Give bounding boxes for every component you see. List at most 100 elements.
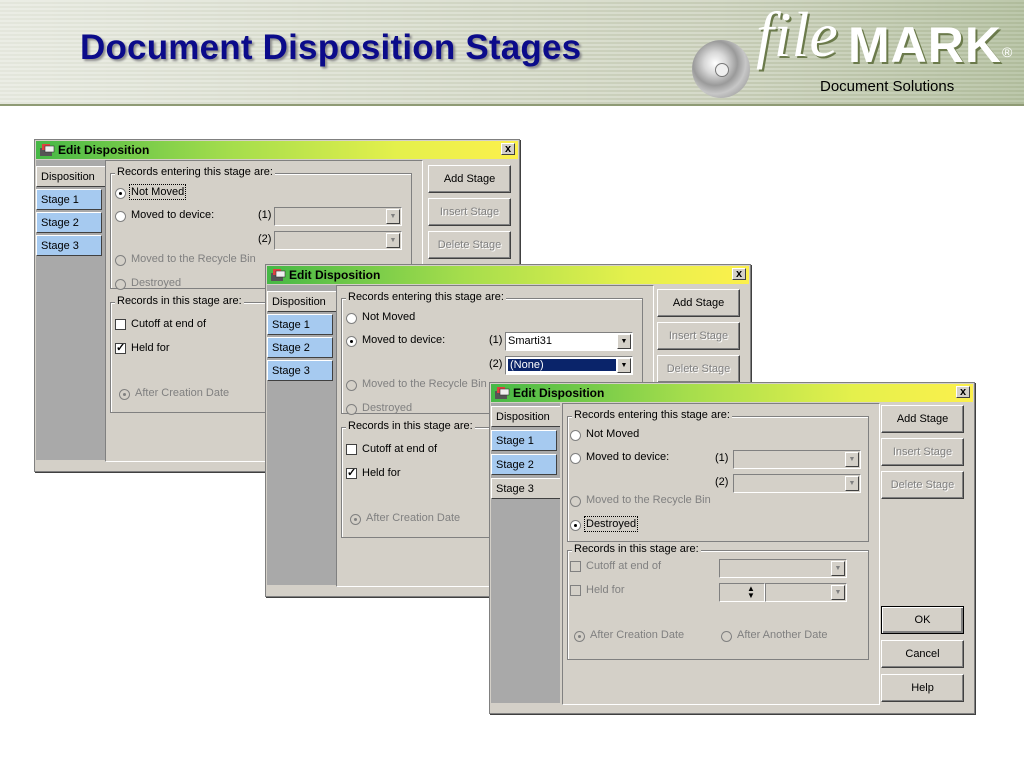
chevron-down-icon[interactable]: ▼	[386, 233, 400, 248]
tab-stage-3[interactable]: Stage 3	[36, 235, 102, 256]
held-for-checkbox[interactable]: ✓	[346, 467, 357, 479]
in-stage-groupbox: Records in this stage are:	[567, 543, 869, 660]
chevron-down-icon[interactable]: ▼	[831, 561, 845, 576]
destroyed-radio[interactable]	[115, 279, 126, 290]
held-for-checkbox[interactable]: ✓	[115, 342, 126, 354]
cutoff-period-select[interactable]: ▼	[719, 559, 847, 578]
add-stage-button[interactable]: Add Stage	[657, 289, 740, 317]
recycle-bin-radio[interactable]	[570, 496, 581, 507]
device-2-select[interactable]: (None) ▼	[505, 356, 633, 375]
tab-disposition[interactable]: Disposition	[491, 406, 560, 427]
after-another-radio[interactable]	[721, 631, 732, 642]
insert-stage-button[interactable]: Insert Stage	[881, 438, 964, 466]
cutoff-checkbox[interactable]	[115, 319, 126, 330]
tab-stage-1[interactable]: Stage 1	[491, 430, 557, 451]
chevron-down-icon[interactable]: ▼	[845, 452, 859, 467]
held-for-label[interactable]: Held for	[362, 467, 401, 479]
chevron-down-icon[interactable]: ▼	[617, 334, 631, 349]
spinner-icon[interactable]: ▲▼	[747, 584, 755, 600]
close-button[interactable]: x	[732, 268, 746, 280]
chevron-down-icon[interactable]: ▼	[617, 358, 631, 373]
recycle-bin-label[interactable]: Moved to the Recycle Bin	[362, 378, 487, 390]
not-moved-radio[interactable]	[346, 313, 357, 324]
after-creation-radio[interactable]	[350, 514, 361, 525]
held-for-unit-select[interactable]: ▼	[765, 583, 847, 602]
destroyed-label[interactable]: Destroyed	[362, 402, 413, 414]
device-1-select[interactable]: ▼	[733, 450, 861, 469]
dialog-titlebar[interactable]: Edit Disposition x	[267, 266, 749, 284]
not-moved-label[interactable]: Not Moved	[586, 428, 640, 440]
device-1-select[interactable]: ▼	[274, 207, 402, 226]
delete-stage-button[interactable]: Delete Stage	[428, 231, 511, 259]
tab-stage-2[interactable]: Stage 2	[267, 337, 333, 358]
device-1-label: (1)	[715, 452, 729, 464]
dialog-titlebar[interactable]: Edit Disposition x	[36, 141, 518, 159]
device-2-select[interactable]: ▼	[274, 231, 402, 250]
after-creation-radio[interactable]	[119, 389, 130, 400]
entering-groupbox-title: Records entering this stage are:	[572, 409, 732, 421]
device-1-select[interactable]: Smarti31 ▼	[505, 332, 633, 351]
destroyed-radio[interactable]	[570, 520, 581, 531]
moved-to-device-radio[interactable]	[570, 453, 581, 464]
held-for-number-input[interactable]: ▲▼	[719, 583, 765, 602]
not-moved-radio[interactable]	[115, 188, 126, 199]
tab-stage-3[interactable]: Stage 3	[267, 360, 333, 381]
cutoff-label[interactable]: Cutoff at end of	[586, 560, 662, 572]
cutoff-label[interactable]: Cutoff at end of	[131, 318, 207, 330]
stage-sidebar	[491, 403, 560, 703]
tab-stage-2[interactable]: Stage 2	[491, 454, 557, 475]
cancel-button[interactable]: Cancel	[881, 640, 964, 668]
insert-stage-button[interactable]: Insert Stage	[428, 198, 511, 226]
chevron-down-icon[interactable]: ▼	[845, 476, 859, 491]
held-for-label[interactable]: Held for	[131, 342, 170, 354]
tab-stage-1[interactable]: Stage 1	[267, 314, 333, 335]
chevron-down-icon[interactable]: ▼	[831, 585, 845, 600]
ok-button[interactable]: OK	[881, 606, 964, 634]
cutoff-checkbox[interactable]	[346, 444, 357, 455]
add-stage-button[interactable]: Add Stage	[428, 165, 511, 193]
not-moved-radio[interactable]	[570, 430, 581, 441]
moved-to-device-label[interactable]: Moved to device:	[586, 451, 670, 463]
recycle-bin-label[interactable]: Moved to the Recycle Bin	[586, 494, 711, 506]
after-creation-label[interactable]: After Creation Date	[135, 387, 230, 399]
tab-stage-1[interactable]: Stage 1	[36, 189, 102, 210]
insert-stage-button[interactable]: Insert Stage	[657, 322, 740, 350]
not-moved-label[interactable]: Not Moved	[362, 311, 416, 323]
held-for-checkbox[interactable]	[570, 585, 581, 596]
chevron-down-icon[interactable]: ▼	[386, 209, 400, 224]
device-2-select[interactable]: ▼	[733, 474, 861, 493]
destroyed-label[interactable]: Destroyed	[131, 277, 182, 289]
destroyed-label[interactable]: Destroyed	[583, 516, 639, 532]
dialog-titlebar[interactable]: Edit Disposition x	[491, 384, 973, 402]
delete-stage-button[interactable]: Delete Stage	[881, 471, 964, 499]
moved-to-device-label[interactable]: Moved to device:	[362, 334, 446, 346]
help-button[interactable]: Help	[881, 674, 964, 702]
cutoff-checkbox[interactable]	[570, 561, 581, 572]
after-creation-label[interactable]: After Creation Date	[366, 512, 461, 524]
recycle-bin-radio[interactable]	[115, 255, 126, 266]
recycle-bin-label[interactable]: Moved to the Recycle Bin	[131, 253, 256, 265]
held-for-label[interactable]: Held for	[586, 584, 625, 596]
destroyed-radio[interactable]	[346, 404, 357, 415]
recycle-bin-radio[interactable]	[346, 380, 357, 391]
after-another-label[interactable]: After Another Date	[737, 629, 828, 641]
delete-stage-button[interactable]: Delete Stage	[657, 355, 740, 383]
add-stage-button[interactable]: Add Stage	[881, 405, 964, 433]
moved-to-device-radio[interactable]	[346, 336, 357, 347]
moved-to-device-label[interactable]: Moved to device:	[131, 209, 215, 221]
tab-disposition[interactable]: Disposition	[267, 291, 336, 312]
page-title: Document Disposition Stages	[80, 28, 582, 67]
close-button[interactable]: x	[501, 143, 515, 155]
after-creation-label[interactable]: After Creation Date	[590, 629, 685, 641]
cutoff-label[interactable]: Cutoff at end of	[362, 443, 438, 455]
tab-stage-2[interactable]: Stage 2	[36, 212, 102, 233]
stage-sidebar	[36, 160, 105, 460]
stage-content-panel: Records entering this stage are: Not Mov…	[562, 403, 880, 705]
tab-stage-3[interactable]: Stage 3	[491, 478, 560, 499]
close-button[interactable]: x	[956, 386, 970, 398]
not-moved-label[interactable]: Not Moved	[128, 184, 187, 200]
header-banner-fade	[0, 0, 1024, 106]
tab-disposition[interactable]: Disposition	[36, 166, 105, 187]
after-creation-radio[interactable]	[574, 631, 585, 642]
moved-to-device-radio[interactable]	[115, 211, 126, 222]
